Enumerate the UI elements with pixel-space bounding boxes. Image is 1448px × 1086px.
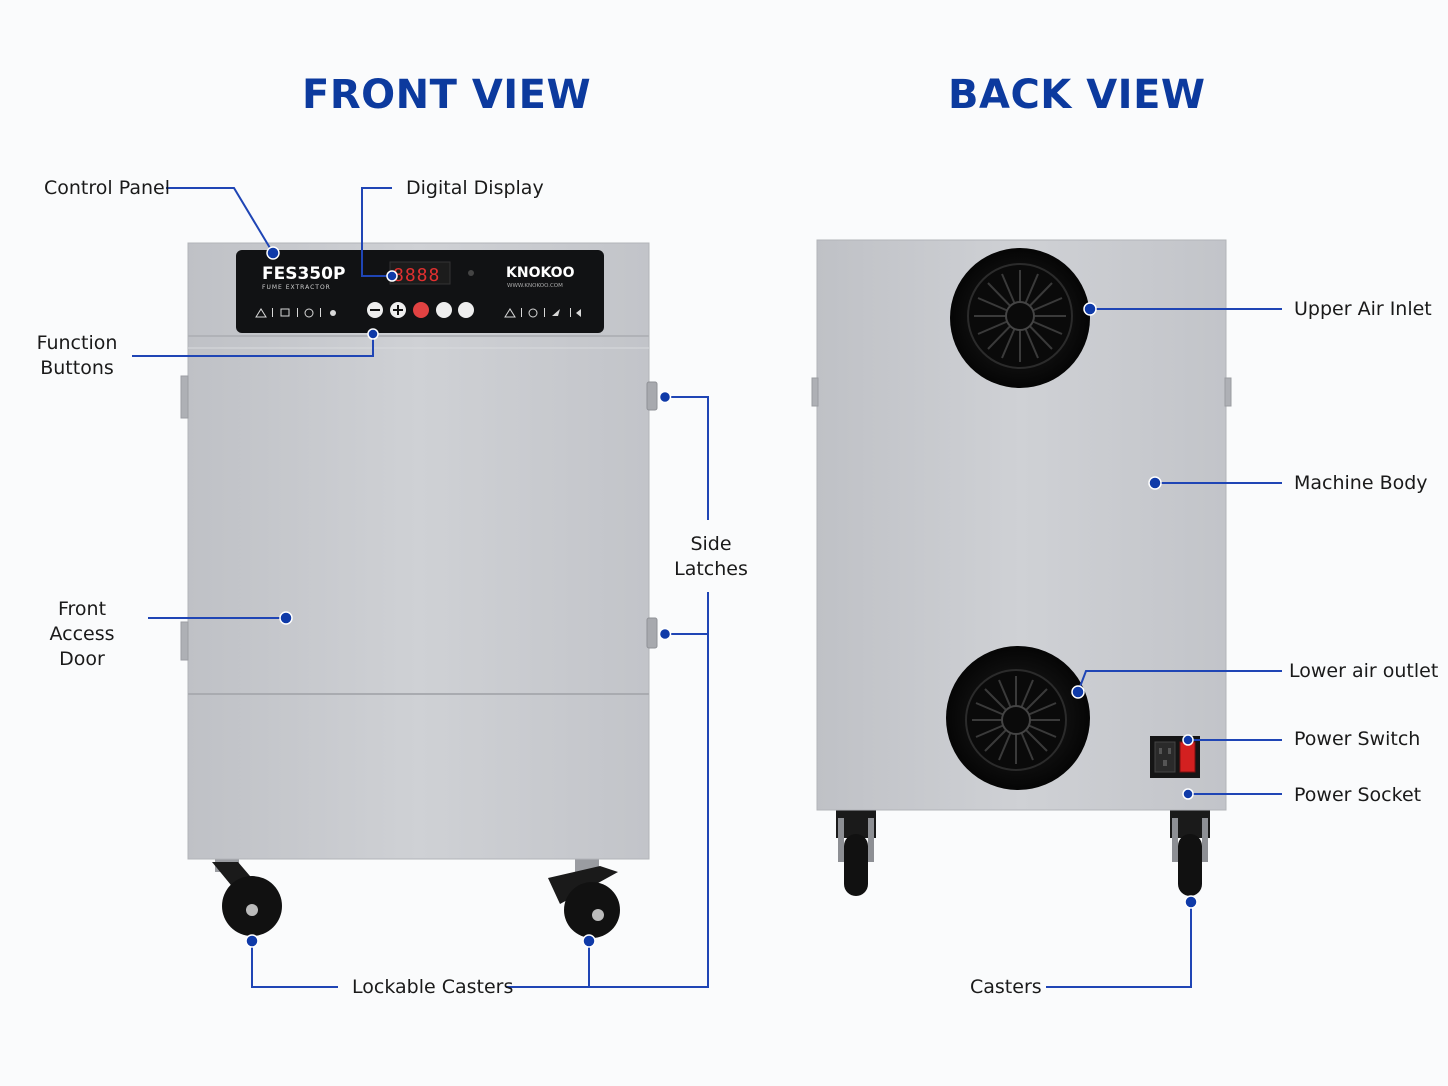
digital-display-dot (386, 270, 398, 282)
panel-status-icons (255, 308, 581, 318)
casters-leader (1046, 902, 1192, 988)
front-right-caster (548, 858, 620, 938)
back-view-title: BACK VIEW (948, 72, 1206, 118)
display-readout: 8888 (393, 265, 440, 286)
front-view-title: FRONT VIEW (302, 72, 592, 118)
upper-air-inlet (950, 248, 1090, 388)
front-cabinet (187, 242, 650, 860)
power-socket (1154, 741, 1176, 773)
lockable-caster-right-dot (582, 934, 596, 948)
back-right-caster (1170, 808, 1210, 896)
power-button[interactable] (413, 302, 429, 318)
control-panel-label: Control Panel (44, 177, 170, 199)
control-panel-leader (166, 187, 274, 254)
lower-air-outlet (946, 646, 1090, 790)
panel-model: FES350P (262, 264, 345, 284)
digital-display-label: Digital Display (406, 177, 544, 199)
digital-display-leader (361, 187, 392, 277)
panel-subtitle: FUME EXTRACTOR (262, 284, 331, 291)
front-left-caster (212, 858, 282, 936)
back-unit (811, 239, 1232, 896)
panel-website: WWW.KNOKOO.COM (507, 283, 563, 289)
power-switch-dot (1182, 734, 1194, 746)
control-panel-dot (266, 246, 280, 260)
panel-brand: KNOKOO (506, 265, 575, 281)
function-buttons-leader (132, 334, 374, 357)
power-switch[interactable] (1179, 741, 1196, 773)
power-socket-label: Power Socket (1294, 784, 1422, 806)
upper-air-inlet-dot (1083, 302, 1097, 316)
side-latches-lower-leader (506, 592, 709, 988)
power-switch-label: Power Switch (1294, 728, 1421, 750)
casters-dot (1184, 895, 1198, 909)
power-socket-dot (1182, 788, 1194, 800)
front-access-door-dot (279, 611, 293, 625)
front-access-door-label: Front Access Door (49, 598, 115, 670)
lockable-casters-label: Lockable Casters (352, 976, 514, 998)
side-latch-lower (646, 617, 658, 649)
callout-dots (245, 246, 1198, 948)
control-panel: FES350P FUME EXTRACTOR 8888 KNOKOO WWW.K… (236, 250, 604, 333)
function-buttons[interactable] (367, 302, 474, 318)
lower-air-outlet-label: Lower air outlet (1289, 660, 1439, 682)
side-latches-label: Side Latches (674, 533, 748, 580)
lower-air-outlet-dot (1071, 685, 1085, 699)
timer-button[interactable] (458, 302, 474, 318)
lockable-caster-left-dot (245, 934, 259, 948)
machine-body-label: Machine Body (1294, 472, 1428, 494)
function-buttons-label: Function Buttons (36, 332, 118, 379)
callout-lines (132, 187, 1282, 988)
back-left-caster (836, 808, 876, 896)
side-latches-upper-leader (665, 396, 709, 520)
side-latch-upper (646, 381, 658, 411)
casters-label: Casters (970, 976, 1042, 998)
side-latch-lower-dot (658, 627, 672, 641)
machine-body-dot (1148, 476, 1162, 490)
mode-button[interactable] (436, 302, 452, 318)
side-latch-upper-dot (658, 390, 672, 404)
function-buttons-dot (367, 328, 379, 340)
lower-air-outlet-leader (1077, 670, 1282, 693)
front-unit: FES350P FUME EXTRACTOR 8888 KNOKOO WWW.K… (180, 242, 658, 938)
upper-air-inlet-label: Upper Air Inlet (1294, 298, 1432, 320)
lockable-casters-left-leader (251, 942, 338, 988)
